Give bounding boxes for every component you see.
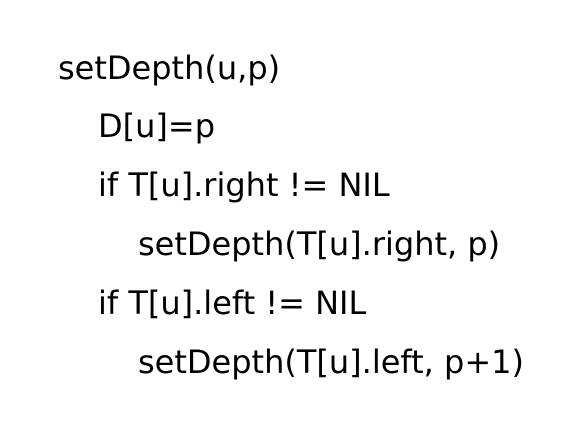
function-signature-line: setDepth(u,p) [58, 49, 281, 87]
if-left-condition-line: if T[u].left != NIL [98, 284, 367, 322]
if-right-condition-line: if T[u].right != NIL [98, 166, 390, 204]
recursive-call-right-line: setDepth(T[u].right, p) [138, 225, 501, 263]
assignment-line: D[u]=p [98, 107, 216, 145]
recursive-call-left-line: setDepth(T[u].left, p+1) [138, 343, 524, 381]
